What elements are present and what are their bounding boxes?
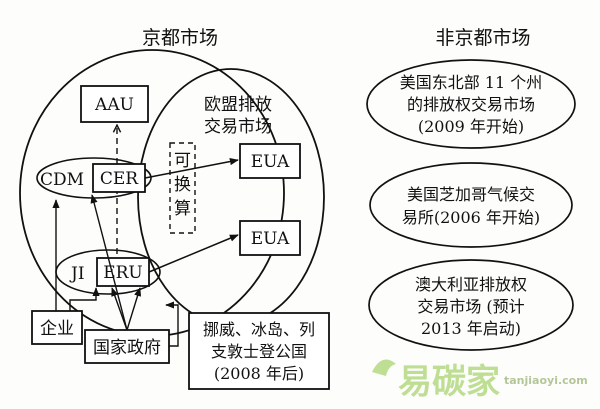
leaf-icon <box>372 359 396 376</box>
watermark-logo: 易碳家 tanjiaoyi.com <box>372 359 588 402</box>
eu-market-title-line1: 欧盟排放 <box>204 95 272 115</box>
norway-iceland-liechtenstein-box <box>188 312 330 390</box>
non-kyoto-3-line1: 澳大利亚排放权 <box>415 275 527 294</box>
convertible-dashed-box <box>169 142 196 234</box>
aau-box <box>80 85 149 123</box>
kyoto-market-ellipse <box>19 49 285 337</box>
non-kyoto-1-line1: 美国东北部 11 个州 <box>400 73 543 92</box>
eua-bottom-label: EUA <box>251 229 290 249</box>
eu-market-title-line2: 交易市场 <box>204 117 272 137</box>
watermark-domain: tanjiaoyi.com <box>504 374 588 387</box>
non-kyoto-3-line3: 2013 年启动) <box>421 319 521 338</box>
non-kyoto-market-ellipse-1 <box>366 59 576 149</box>
eru-box <box>96 257 150 287</box>
government-to-eru-right-arrow <box>126 287 142 331</box>
eru-label: ERU <box>103 263 143 283</box>
non-kyoto-2-line1: 美国芝加哥气候交 <box>407 185 535 204</box>
enterprise-to-ji-arrow <box>69 287 100 311</box>
convertible-char-1: 可 <box>174 151 191 171</box>
non-kyoto-1-line3: (2009 年开始) <box>418 117 524 136</box>
enterprise-box <box>31 310 83 345</box>
government-label: 国家政府 <box>93 338 161 358</box>
government-loop-arrow <box>165 301 179 347</box>
non-kyoto-market-ellipse-3 <box>368 259 574 351</box>
eua-bottom-box <box>239 220 301 256</box>
convertible-char-3: 算 <box>174 199 191 219</box>
government-box <box>84 329 170 364</box>
enterprise-label: 企业 <box>40 319 74 339</box>
cer-to-eua-arrow <box>144 158 239 179</box>
government-to-eru-left-arrow <box>111 287 128 331</box>
norway-box-line3: (2008 年后) <box>214 364 304 383</box>
government-to-cer-arrow <box>90 194 128 331</box>
heading-non-kyoto-market: 非京都市场 <box>435 27 530 49</box>
non-kyoto-market-ellipse-2 <box>369 162 573 248</box>
heading-kyoto-market: 京都市场 <box>142 27 218 49</box>
cer-label: CER <box>100 169 139 189</box>
eru-to-eua-arrow <box>148 234 239 273</box>
aau-label: AAU <box>94 95 134 115</box>
eua-top-label: EUA <box>251 152 290 172</box>
eua-top-box <box>239 143 301 179</box>
non-kyoto-3-line2: 交易市场 (预计 <box>417 297 524 316</box>
cdm-label: CDM <box>40 170 84 190</box>
norway-box-line1: 挪威、冰岛、列 <box>203 320 315 339</box>
non-kyoto-2-line2: 易所(2006 年开始) <box>402 208 540 227</box>
convertible-char-2: 换 <box>174 175 191 195</box>
ji-label: JI <box>69 264 85 284</box>
non-kyoto-1-line2: 的排放权交易市场 <box>407 95 535 114</box>
norway-box-line2: 支敦士登公国 <box>211 342 307 361</box>
watermark-brand: 易碳家 <box>398 362 500 402</box>
